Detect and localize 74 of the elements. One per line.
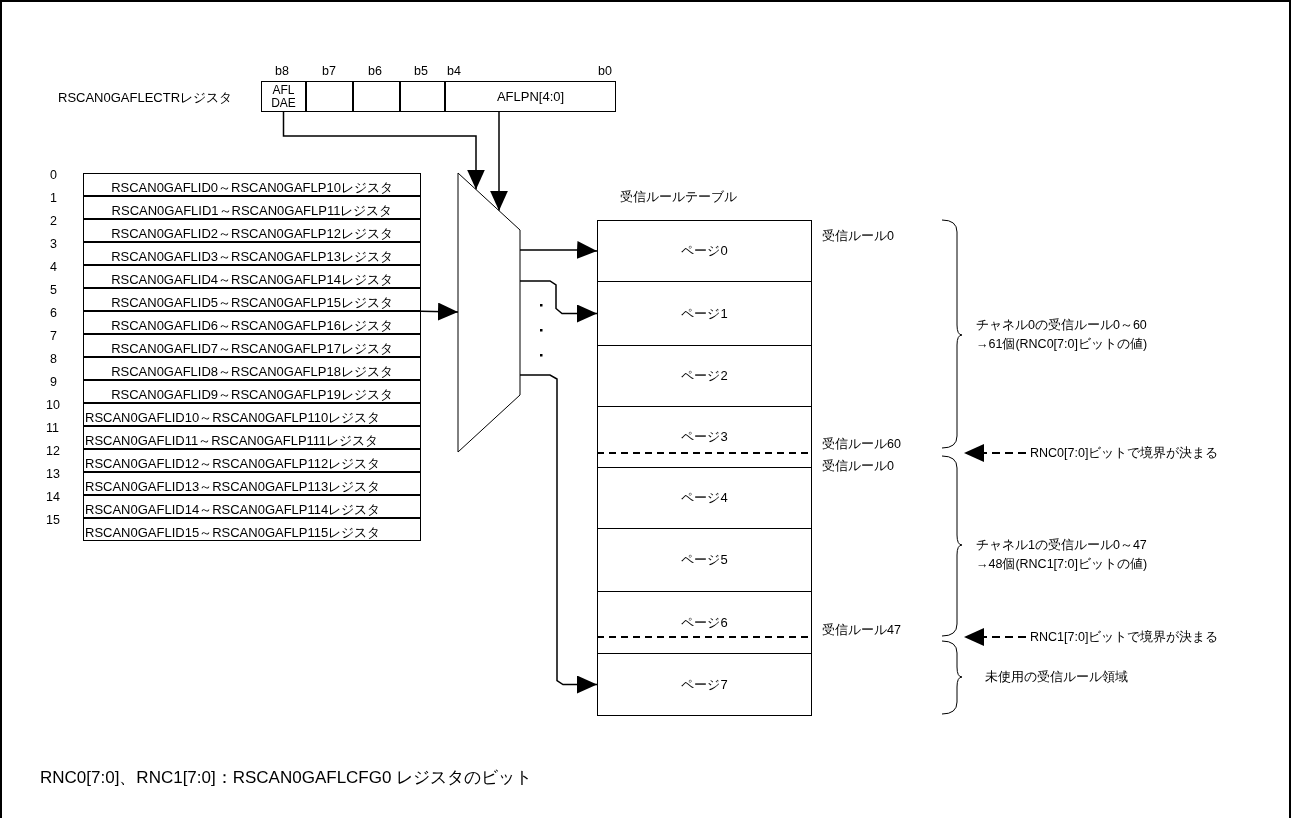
register-row: RSCAN0GAFLID3～RSCAN0GAFLP13レジスタ <box>83 242 421 266</box>
page-box: ページ2 <box>597 345 812 407</box>
register-row: RSCAN0GAFLID5～RSCAN0GAFLP15レジスタ <box>83 288 421 312</box>
page-box: ページ1 <box>597 281 812 346</box>
row-number: 10 <box>46 398 60 412</box>
row-number: 9 <box>50 375 57 389</box>
rule-label: 受信ルール0 <box>822 228 894 245</box>
rule-label: 受信ルール60 <box>822 436 901 453</box>
row-number: 11 <box>46 421 59 435</box>
curly-brace <box>940 452 964 640</box>
register-name: RSCAN0GAFLECTRレジスタ <box>58 89 233 107</box>
bit-number: b4 <box>447 64 461 78</box>
range-note: チャネル1の受信ルール0～47 →48個(RNC1[7:0]ビットの値) <box>976 537 1148 573</box>
page-box: ページ6 <box>597 591 812 654</box>
register-row: RSCAN0GAFLID13～RSCAN0GAFLP113レジスタ <box>83 472 421 496</box>
arrow <box>490 111 508 212</box>
boundary-note: RNC0[7:0]ビットで境界が決まる <box>1026 443 1266 463</box>
row-number: 1 <box>50 191 57 205</box>
curly-brace <box>940 637 964 717</box>
register-row: RSCAN0GAFLID4～RSCAN0GAFLP14レジスタ <box>83 265 421 289</box>
register-row: RSCAN0GAFLID8～RSCAN0GAFLP18レジスタ <box>83 357 421 381</box>
row-number: 8 <box>50 352 57 366</box>
register-row: RSCAN0GAFLID10～RSCAN0GAFLP110レジスタ <box>83 403 421 427</box>
page-box: ページ7 <box>597 653 812 716</box>
page-box: ページ4 <box>597 467 812 529</box>
register-row: RSCAN0GAFLID12～RSCAN0GAFLP112レジスタ <box>83 449 421 473</box>
register-row: RSCAN0GAFLID6～RSCAN0GAFLP16レジスタ <box>83 311 421 335</box>
bit-field-cell <box>306 81 353 112</box>
boundary-note: RNC1[7:0]ビットで境界が決まる <box>1026 627 1266 647</box>
register-row: RSCAN0GAFLID1～RSCAN0GAFLP11レジスタ <box>83 196 421 220</box>
page-box: ページ0 <box>597 220 812 282</box>
register-row: RSCAN0GAFLID9～RSCAN0GAFLP19レジスタ <box>83 380 421 404</box>
pointer-arrow <box>963 628 1027 646</box>
bit-field-cell: AFL DAE <box>261 81 306 112</box>
row-number: 2 <box>50 214 57 228</box>
bit-field-cell <box>353 81 400 112</box>
row-number: 6 <box>50 306 57 320</box>
row-number: 13 <box>46 467 60 481</box>
bit-number: b8 <box>275 64 289 78</box>
row-number: 5 <box>50 283 57 297</box>
area-note: 未使用の受信ルール領域 <box>985 669 1128 686</box>
register-row: RSCAN0GAFLID7～RSCAN0GAFLP17レジスタ <box>83 334 421 358</box>
row-number: 12 <box>46 444 60 458</box>
arrow <box>519 280 598 323</box>
bit-number: b0 <box>598 64 612 78</box>
row-number: 14 <box>46 490 60 504</box>
arrow <box>519 241 598 259</box>
row-number: 4 <box>50 260 57 274</box>
register-row: RSCAN0GAFLID15～RSCAN0GAFLP115レジスタ <box>83 518 421 542</box>
bit-number: b6 <box>368 64 382 78</box>
row-number: 0 <box>50 168 57 182</box>
rule-label: 受信ルール0 <box>822 458 894 475</box>
range-note: チャネル0の受信ルール0～60 →61個(RNC0[7:0]ビットの値) <box>976 317 1148 353</box>
register-row: RSCAN0GAFLID11～RSCAN0GAFLP111レジスタ <box>83 426 421 450</box>
bit-number: b7 <box>322 64 336 78</box>
arrow <box>519 374 598 694</box>
row-number: 7 <box>50 329 57 343</box>
register-row: RSCAN0GAFLID2～RSCAN0GAFLP12レジスタ <box>83 219 421 243</box>
register-row: RSCAN0GAFLID14～RSCAN0GAFLP114レジスタ <box>83 495 421 519</box>
row-number: 3 <box>50 237 57 251</box>
page-box: ページ3 <box>597 406 812 468</box>
arrow <box>420 302 459 321</box>
register-row: RSCAN0GAFLID0～RSCAN0GAFLP10レジスタ <box>83 173 421 197</box>
table-heading: 受信ルールテーブル <box>620 188 737 206</box>
pointer-arrow <box>963 444 1027 462</box>
caption: RNC0[7:0]、RNC1[7:0]：RSCAN0GAFLCFG0 レジスタのビット <box>40 767 533 789</box>
rule-label: 受信ルール47 <box>822 622 901 639</box>
row-number: 15 <box>46 513 60 527</box>
multiplexer-shape <box>458 173 520 452</box>
arrow <box>282 111 485 191</box>
bit-field-cell <box>400 81 445 112</box>
bit-field-cell: AFLPN[4:0] <box>445 81 616 112</box>
page-box: ページ5 <box>597 528 812 592</box>
bit-number: b5 <box>414 64 428 78</box>
